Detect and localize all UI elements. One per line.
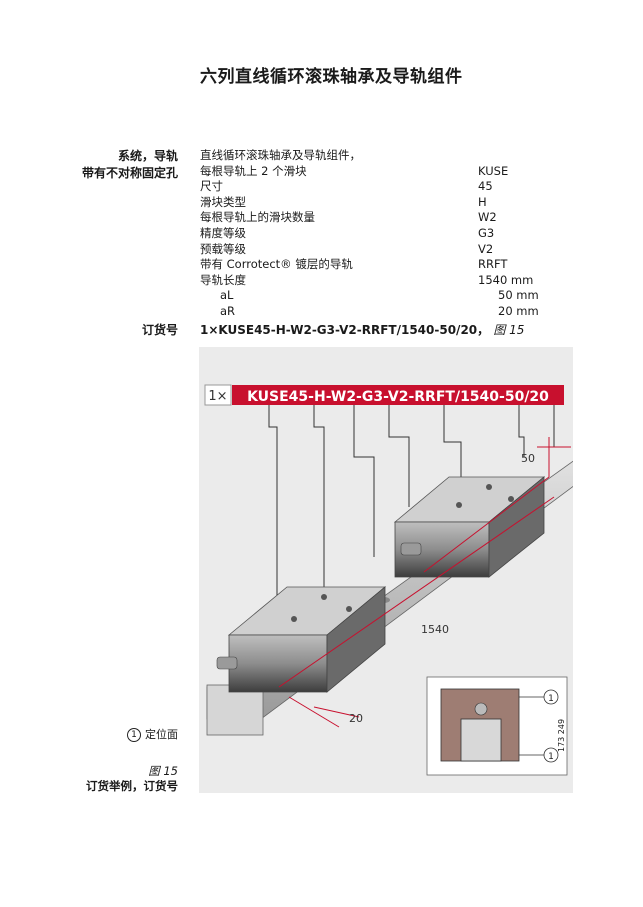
spec-value: 45 bbox=[478, 179, 493, 194]
section-heading: 系统，导轨 带有不对称固定孔 bbox=[40, 148, 178, 182]
spec-value: V2 bbox=[478, 241, 494, 256]
banner-prefix-box bbox=[204, 384, 232, 406]
callout-1b: 1 bbox=[548, 752, 554, 762]
carriage-back bbox=[393, 476, 546, 578]
inset-rail-profile bbox=[460, 718, 502, 762]
spec-label: 直线循环滚珠轴承及导轨组件， bbox=[200, 148, 361, 162]
spec-row: 滑块类型 H bbox=[200, 195, 580, 211]
inset-bolt-icon bbox=[474, 702, 488, 716]
rail-assembly-illustration: 1× KUSE45-H-W2-G3-V2-RRFT/1540-50/20 bbox=[204, 384, 580, 776]
spec-value bbox=[478, 148, 580, 164]
dim-1540-label: 1540 bbox=[421, 623, 449, 636]
spec-label: 预载等级 bbox=[200, 241, 246, 256]
spec-value: 20 mm bbox=[498, 303, 539, 318]
spec-value: W2 bbox=[478, 210, 497, 225]
figure-serial: 173 249 bbox=[557, 718, 566, 752]
spec-value: G3 bbox=[478, 225, 495, 240]
spec-label: 滑块类型 bbox=[200, 194, 246, 209]
spec-row: 预载等级 V2 bbox=[200, 242, 580, 258]
section-heading-line1: 系统，导轨 bbox=[117, 149, 178, 163]
spec-label: 带有 Corrotect® 镀层的导轨 bbox=[200, 257, 353, 272]
spec-value: 1540 mm bbox=[478, 272, 534, 287]
spec-value: RRFT bbox=[478, 257, 508, 272]
legend-text: 定位面 bbox=[145, 728, 178, 741]
legend-number: 1 bbox=[127, 728, 141, 742]
order-label: 订货号 bbox=[141, 323, 178, 337]
dim-50-label: 50 bbox=[521, 452, 535, 465]
dimension-lines bbox=[278, 437, 571, 728]
legend: 1 定位面 bbox=[40, 726, 178, 742]
carriage-front bbox=[216, 586, 387, 693]
spec-row: 每根导轨上的滑块数量 W2 bbox=[200, 210, 580, 226]
spec-label: aL bbox=[220, 288, 234, 303]
spec-row: 导轨长度 1540 mm bbox=[200, 273, 580, 289]
spec-label: 精度等级 bbox=[200, 225, 246, 240]
rail-end-face bbox=[206, 684, 264, 736]
figure-panel: 1× KUSE45-H-W2-G3-V2-RRFT/1540-50/20 bbox=[199, 347, 580, 793]
spec-label: 尺寸 bbox=[200, 179, 223, 194]
spec-value: 50 mm bbox=[498, 288, 539, 303]
figure-caption-text: 订货举例，订货号 bbox=[86, 779, 178, 793]
spec-table: 直线循环滚珠轴承及导轨组件， 每根导轨上 2 个滑块 KUSE 尺寸 45 滑块类型… bbox=[200, 148, 580, 320]
order-code: 1×KUSE45-H-W2-G3-V2-RRFT/1540-50/20， bbox=[200, 323, 490, 337]
banner-code-box bbox=[232, 385, 564, 405]
banner-code: KUSE45-H-W2-G3-V2-RRFT/1540-50/20 bbox=[247, 389, 549, 405]
spec-value: H bbox=[478, 194, 487, 209]
leader-lines bbox=[268, 405, 555, 647]
figure-caption: 图 15 订货举例，订货号 bbox=[40, 764, 178, 794]
callout-1a: 1 bbox=[548, 694, 554, 704]
banner-prefix: 1× bbox=[208, 389, 227, 404]
dim-20-label: 20 bbox=[349, 712, 363, 725]
spec-row: aL 50 mm bbox=[200, 288, 580, 304]
figure-caption-number: 图 15 bbox=[148, 764, 178, 778]
callout-circle-1a bbox=[543, 689, 559, 705]
section-heading-line2: 带有不对称固定孔 bbox=[81, 166, 178, 180]
page-title: 六列直线循环滚珠轴承及导轨组件 bbox=[200, 67, 463, 87]
spec-label: 导轨长度 bbox=[200, 272, 246, 287]
spec-row: 直线循环滚珠轴承及导轨组件， bbox=[200, 148, 580, 164]
spec-row: 每根导轨上 2 个滑块 KUSE bbox=[200, 164, 580, 180]
spec-row: 带有 Corrotect® 镀层的导轨 RRFT bbox=[200, 257, 580, 273]
spec-value: KUSE bbox=[478, 163, 509, 178]
order-figure-ref: 图 15 bbox=[493, 323, 525, 337]
spec-row: 精度等级 G3 bbox=[200, 226, 580, 242]
spec-label: 每根导轨上 2 个滑块 bbox=[200, 163, 307, 178]
order-code-line: 1×KUSE45-H-W2-G3-V2-RRFT/1540-50/20， 图 1… bbox=[200, 321, 524, 338]
callout-circle-1b bbox=[543, 747, 559, 763]
spec-row: aR 20 mm bbox=[200, 304, 580, 320]
spec-label: 每根导轨上的滑块数量 bbox=[200, 210, 315, 225]
spec-row: 尺寸 45 bbox=[200, 179, 580, 195]
spec-label: aR bbox=[220, 303, 236, 318]
inset-leaders bbox=[519, 696, 544, 756]
